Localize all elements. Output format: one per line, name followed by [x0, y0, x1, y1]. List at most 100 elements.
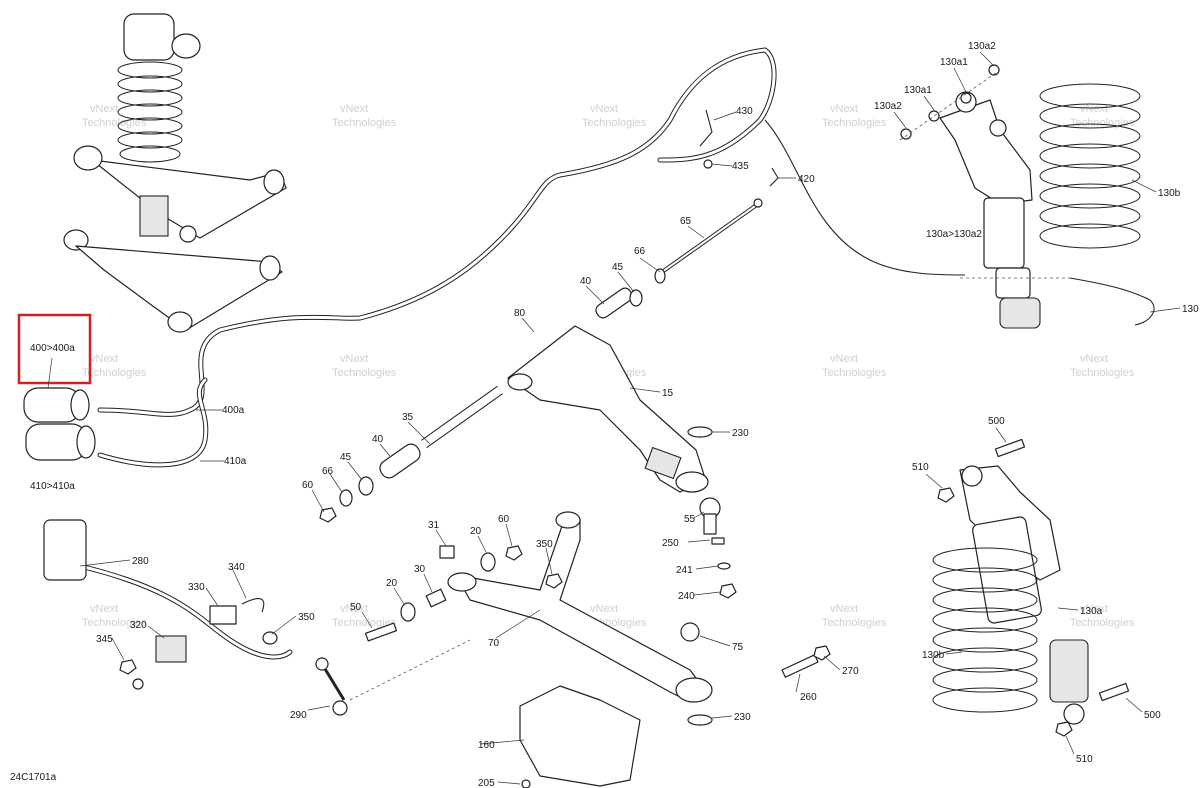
- label-130a1: 130a1: [940, 57, 968, 68]
- label-420: 420: [798, 174, 815, 185]
- label-31: 31: [428, 520, 440, 531]
- label-340: 340: [228, 562, 245, 573]
- label-280: 280: [132, 556, 149, 567]
- label-510: 510: [912, 462, 929, 473]
- assembly-axis: [899, 69, 1001, 141]
- label-410-410a: 410>410a: [30, 481, 75, 492]
- watermark: vNext: [830, 353, 858, 365]
- washer-66-top: [654, 268, 666, 284]
- watermark: vNext: [590, 103, 618, 115]
- label-130a2: 130a2: [874, 101, 902, 112]
- bushing-40-top: [595, 287, 633, 319]
- watermark: Technologies: [332, 367, 397, 379]
- washer-130a2-mid: [900, 128, 912, 140]
- watermark: Technologies: [822, 617, 887, 629]
- label-55: 55: [684, 514, 696, 525]
- clip-230-bot: [687, 714, 713, 726]
- label-66: 66: [322, 466, 334, 477]
- bolt-250: [711, 537, 725, 545]
- shock-130-bottom: [959, 465, 1089, 725]
- label-130a1: 130a1: [904, 85, 932, 96]
- clip-230-top: [687, 426, 713, 438]
- ball-joint-75: [680, 622, 700, 642]
- washer-130a2-top: [988, 64, 1000, 76]
- label-35: 35: [402, 412, 414, 423]
- watermark: vNext: [90, 603, 118, 615]
- sway-link-290: [320, 663, 346, 701]
- skid-guard-160: [519, 685, 641, 787]
- label-130b: 130b: [1158, 188, 1181, 199]
- label-430: 430: [736, 106, 753, 117]
- screw-205: [521, 779, 531, 788]
- bolt-260: [781, 654, 819, 678]
- watermark: vNext: [340, 103, 368, 115]
- nut-510-top: [937, 487, 955, 503]
- washer-20-top: [480, 552, 496, 572]
- sway-link-end: [315, 657, 329, 671]
- watermark: vNext: [1080, 103, 1108, 115]
- watermark: Technologies: [822, 367, 887, 379]
- overview-bushing: [259, 255, 281, 281]
- overview-assembly: [63, 13, 287, 333]
- upper-a-arm-15: [507, 325, 709, 493]
- bushing-30: [425, 588, 447, 608]
- overview-bushing: [167, 311, 193, 333]
- label-45: 45: [340, 452, 352, 463]
- label-241: 241: [676, 565, 693, 576]
- label-270: 270: [842, 666, 859, 677]
- ball-joint-55-stem: [703, 513, 717, 535]
- washer-130a1-top: [960, 92, 972, 104]
- sway-bar-280: [43, 519, 293, 660]
- nut-345b: [132, 678, 144, 690]
- label-510: 510: [1076, 754, 1093, 765]
- label-70: 70: [488, 638, 500, 649]
- label-130a: 130a: [1080, 606, 1103, 617]
- assembly-axis: [349, 639, 471, 701]
- lower-a-arm-70: [447, 511, 713, 703]
- nut-345: [119, 659, 137, 675]
- label-130b: 130b: [922, 650, 945, 661]
- nut-510-low: [1055, 721, 1073, 737]
- watermark: vNext: [830, 103, 858, 115]
- shock-130-top: [939, 91, 1041, 329]
- label-500: 500: [1144, 710, 1161, 721]
- overview-bushing: [179, 225, 197, 243]
- label-250: 250: [662, 538, 679, 549]
- watermark: Technologies: [582, 117, 647, 129]
- label-65: 65: [680, 216, 692, 227]
- bushing-40-mid: [379, 443, 421, 479]
- label-400a: 400a: [222, 405, 245, 416]
- watermark: Technologies: [332, 117, 397, 129]
- highlight-box: [17, 313, 92, 385]
- watermark: vNext: [830, 603, 858, 615]
- leader-lines: [47, 51, 1181, 785]
- watermark: Technologies: [82, 617, 147, 629]
- washer-20-low: [400, 602, 416, 622]
- label-30: 30: [414, 564, 426, 575]
- washer-45-mid: [358, 476, 374, 496]
- overview-bushing: [263, 169, 285, 195]
- sway-link-end: [332, 700, 348, 716]
- overview-shock-reservoir: [123, 13, 175, 61]
- label-40: 40: [580, 276, 592, 287]
- clip-430: [699, 109, 713, 147]
- label-350: 350: [298, 612, 315, 623]
- label-330: 330: [188, 582, 205, 593]
- nut-240: [719, 583, 737, 599]
- label-60: 60: [498, 514, 510, 525]
- label-240: 240: [678, 591, 695, 602]
- overview-guard: [139, 195, 169, 237]
- nut-60-mid: [319, 507, 337, 523]
- brake-lines: [97, 47, 966, 468]
- bushing-31: [439, 545, 455, 559]
- brake-caliper-410: [25, 423, 96, 461]
- spring-130b-low: [932, 547, 1038, 713]
- reservoir-hose: [1069, 277, 1155, 326]
- clip-420: [769, 167, 779, 187]
- overview-coil-spring: [117, 61, 183, 163]
- label-230: 230: [734, 712, 751, 723]
- bracket-330: [209, 605, 237, 625]
- shaft-65: [660, 198, 763, 274]
- watermark: vNext: [590, 603, 618, 615]
